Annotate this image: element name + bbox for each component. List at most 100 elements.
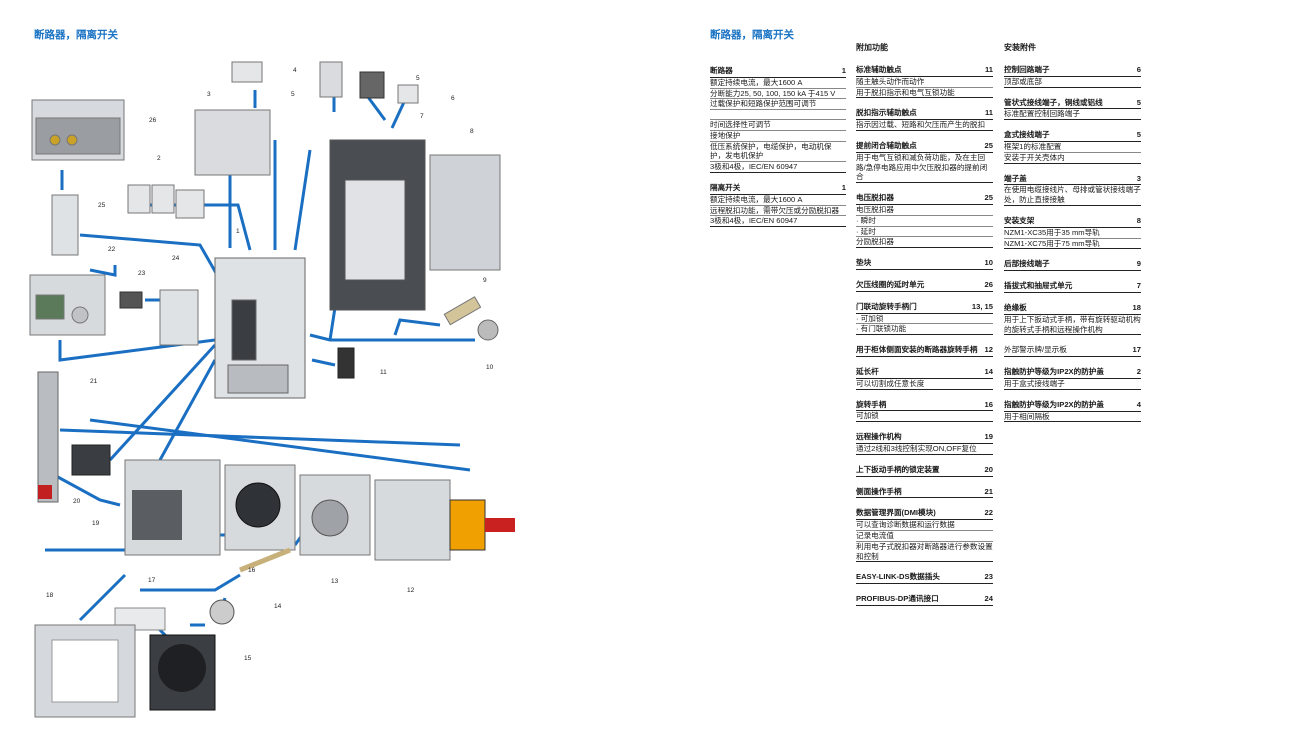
column-heading: 附加功能 xyxy=(856,43,888,52)
entry-page-number: 1 xyxy=(841,66,846,75)
entry-title: 标准辅助触点 xyxy=(856,65,902,74)
entry-line: 可加锁 xyxy=(856,411,993,423)
entry-title: EASY-LINK-DS数据插头 xyxy=(856,572,940,582)
entry-page-number: 18 xyxy=(1132,302,1141,312)
callout-7: 7 xyxy=(420,113,424,120)
catalog-entry: PROFIBUS-DP通讯接口 24 xyxy=(856,594,993,606)
entry-line: NZM1-XC35用于35 mm导轨 xyxy=(1004,228,1141,239)
column-heading: 安装附件 xyxy=(1004,43,1036,52)
entry-title: 隔离开关 xyxy=(710,182,741,192)
callout-10: 10 xyxy=(486,364,494,371)
callout-2: 2 xyxy=(157,155,161,162)
entry-title: 用于柜体侧面安装的断路器旋转手柄 xyxy=(856,345,978,355)
callout-15: 15 xyxy=(244,655,252,662)
callout-5b: 5 xyxy=(416,75,420,82)
entry-page-number: 14 xyxy=(984,366,993,376)
entry-title: 后部接线端子 xyxy=(1004,259,1050,269)
entry-page-number: 2 xyxy=(1136,367,1141,377)
entry-line: 电压脱扣器 xyxy=(856,205,993,216)
entry-title-row: 控制回路端子 6 xyxy=(1004,65,1141,77)
entry-page-number: 5 xyxy=(1136,97,1141,107)
entry-line: 标准配置控制回路端子 xyxy=(1004,109,1141,121)
entry-title: 安装支架 xyxy=(1004,215,1035,225)
callout-9: 9 xyxy=(483,277,487,284)
entry-line: · 可加锁 xyxy=(856,314,993,325)
entry-line: 3极和4极，IEC/EN 60947 xyxy=(710,162,846,173)
entry-line: 分励脱扣器 xyxy=(856,237,993,249)
callout-18: 18 xyxy=(46,592,54,599)
entry-title-row: 门联动旋转手柄门 13, 15 xyxy=(856,302,993,314)
entry-line: 在使用电缆接线片、母排或管状接线端子处，防止直接接触 xyxy=(1004,185,1141,206)
entry-title-row: 电压脱扣器 25 xyxy=(856,193,993,205)
entry-title-row: 隔离开关 1 xyxy=(710,183,846,195)
callout-6: 6 xyxy=(451,95,455,102)
entry-page-number: 25 xyxy=(984,140,993,150)
entry-title: 欠压线圈的延时单元 xyxy=(856,279,925,289)
entry-line: · 有门联锁功能 xyxy=(856,324,993,336)
entry-page-number: 25 xyxy=(984,193,993,203)
entry-line: 用于盒式接线端子 xyxy=(1004,379,1141,390)
entry-line: 顶部或底部 xyxy=(1004,77,1141,88)
entry-page-number: 17 xyxy=(1132,345,1141,355)
entry-title: 插拔式和抽屉式单元 xyxy=(1004,281,1073,291)
callout-20: 20 xyxy=(73,498,81,505)
entry-title: PROFIBUS-DP通讯接口 xyxy=(856,594,939,604)
entry-page-number: 1 xyxy=(841,182,846,192)
entry-page-number: 11 xyxy=(984,108,993,118)
callout-26: 26 xyxy=(149,117,157,124)
entry-title: 数据管理界面(DMI模块) xyxy=(856,508,936,518)
callout-4: 4 xyxy=(293,67,297,74)
entry-page-number: 12 xyxy=(984,345,993,355)
entry-title: 提前闭合辅助触点 xyxy=(856,140,917,150)
entry-page-number: 6 xyxy=(1136,65,1141,74)
entry-page-number: 13, 15 xyxy=(971,301,993,311)
entry-page-number: 21 xyxy=(984,486,993,496)
entry-page-number: 24 xyxy=(984,594,993,604)
callout-22: 22 xyxy=(108,246,116,253)
callout-23: 23 xyxy=(138,270,146,277)
callout-17: 17 xyxy=(148,577,156,584)
entry-page-number: 4 xyxy=(1136,399,1141,409)
entry-title: 管状式接线端子，铜线或铝线 xyxy=(1004,97,1103,107)
entry-line: 框架1的标准配置 xyxy=(1004,142,1141,153)
entry-line: 通过2线和3线控制实现ON,OFF复位 xyxy=(856,444,993,455)
callout-21: 21 xyxy=(90,378,98,385)
right-page-heading: 断路器，隔离开关 xyxy=(710,29,794,41)
entry-title: 电压脱扣器 xyxy=(856,193,894,203)
diagram-callouts: 1 2 3 4 5 5 6 7 8 9 10 11 12 13 14 15 16… xyxy=(46,67,494,662)
entry-title: 端子盖 xyxy=(1004,173,1027,183)
entry-line: 可以切割成任意长度 xyxy=(856,379,993,390)
catalog-entry: 门联动旋转手柄门 13, 15 · 可加锁· 有门联锁功能 xyxy=(856,302,993,336)
entry-title: 盒式接线端子 xyxy=(1004,130,1050,140)
entry-title: 旋转手柄 xyxy=(856,399,887,409)
entry-title: 控制回路端子 xyxy=(1004,65,1050,74)
column-mounting-accessories: 安装附件控制回路端子 6 顶部或底部管状式接线端子，铜线或铝线 5 标准配置控制回路端子… xyxy=(1004,43,1141,432)
callout-25: 25 xyxy=(98,202,106,209)
entry-line: 额定持续电流，最大1600 A xyxy=(710,78,846,89)
entry-page-number: 16 xyxy=(984,399,993,409)
entry-page-number: 22 xyxy=(984,508,993,518)
callout-14: 14 xyxy=(274,603,282,610)
entry-title: 侧面操作手柄 xyxy=(856,486,902,496)
entry-line: 安装于开关壳体内 xyxy=(1004,153,1141,164)
entry-title: 门联动旋转手柄门 xyxy=(856,301,917,311)
